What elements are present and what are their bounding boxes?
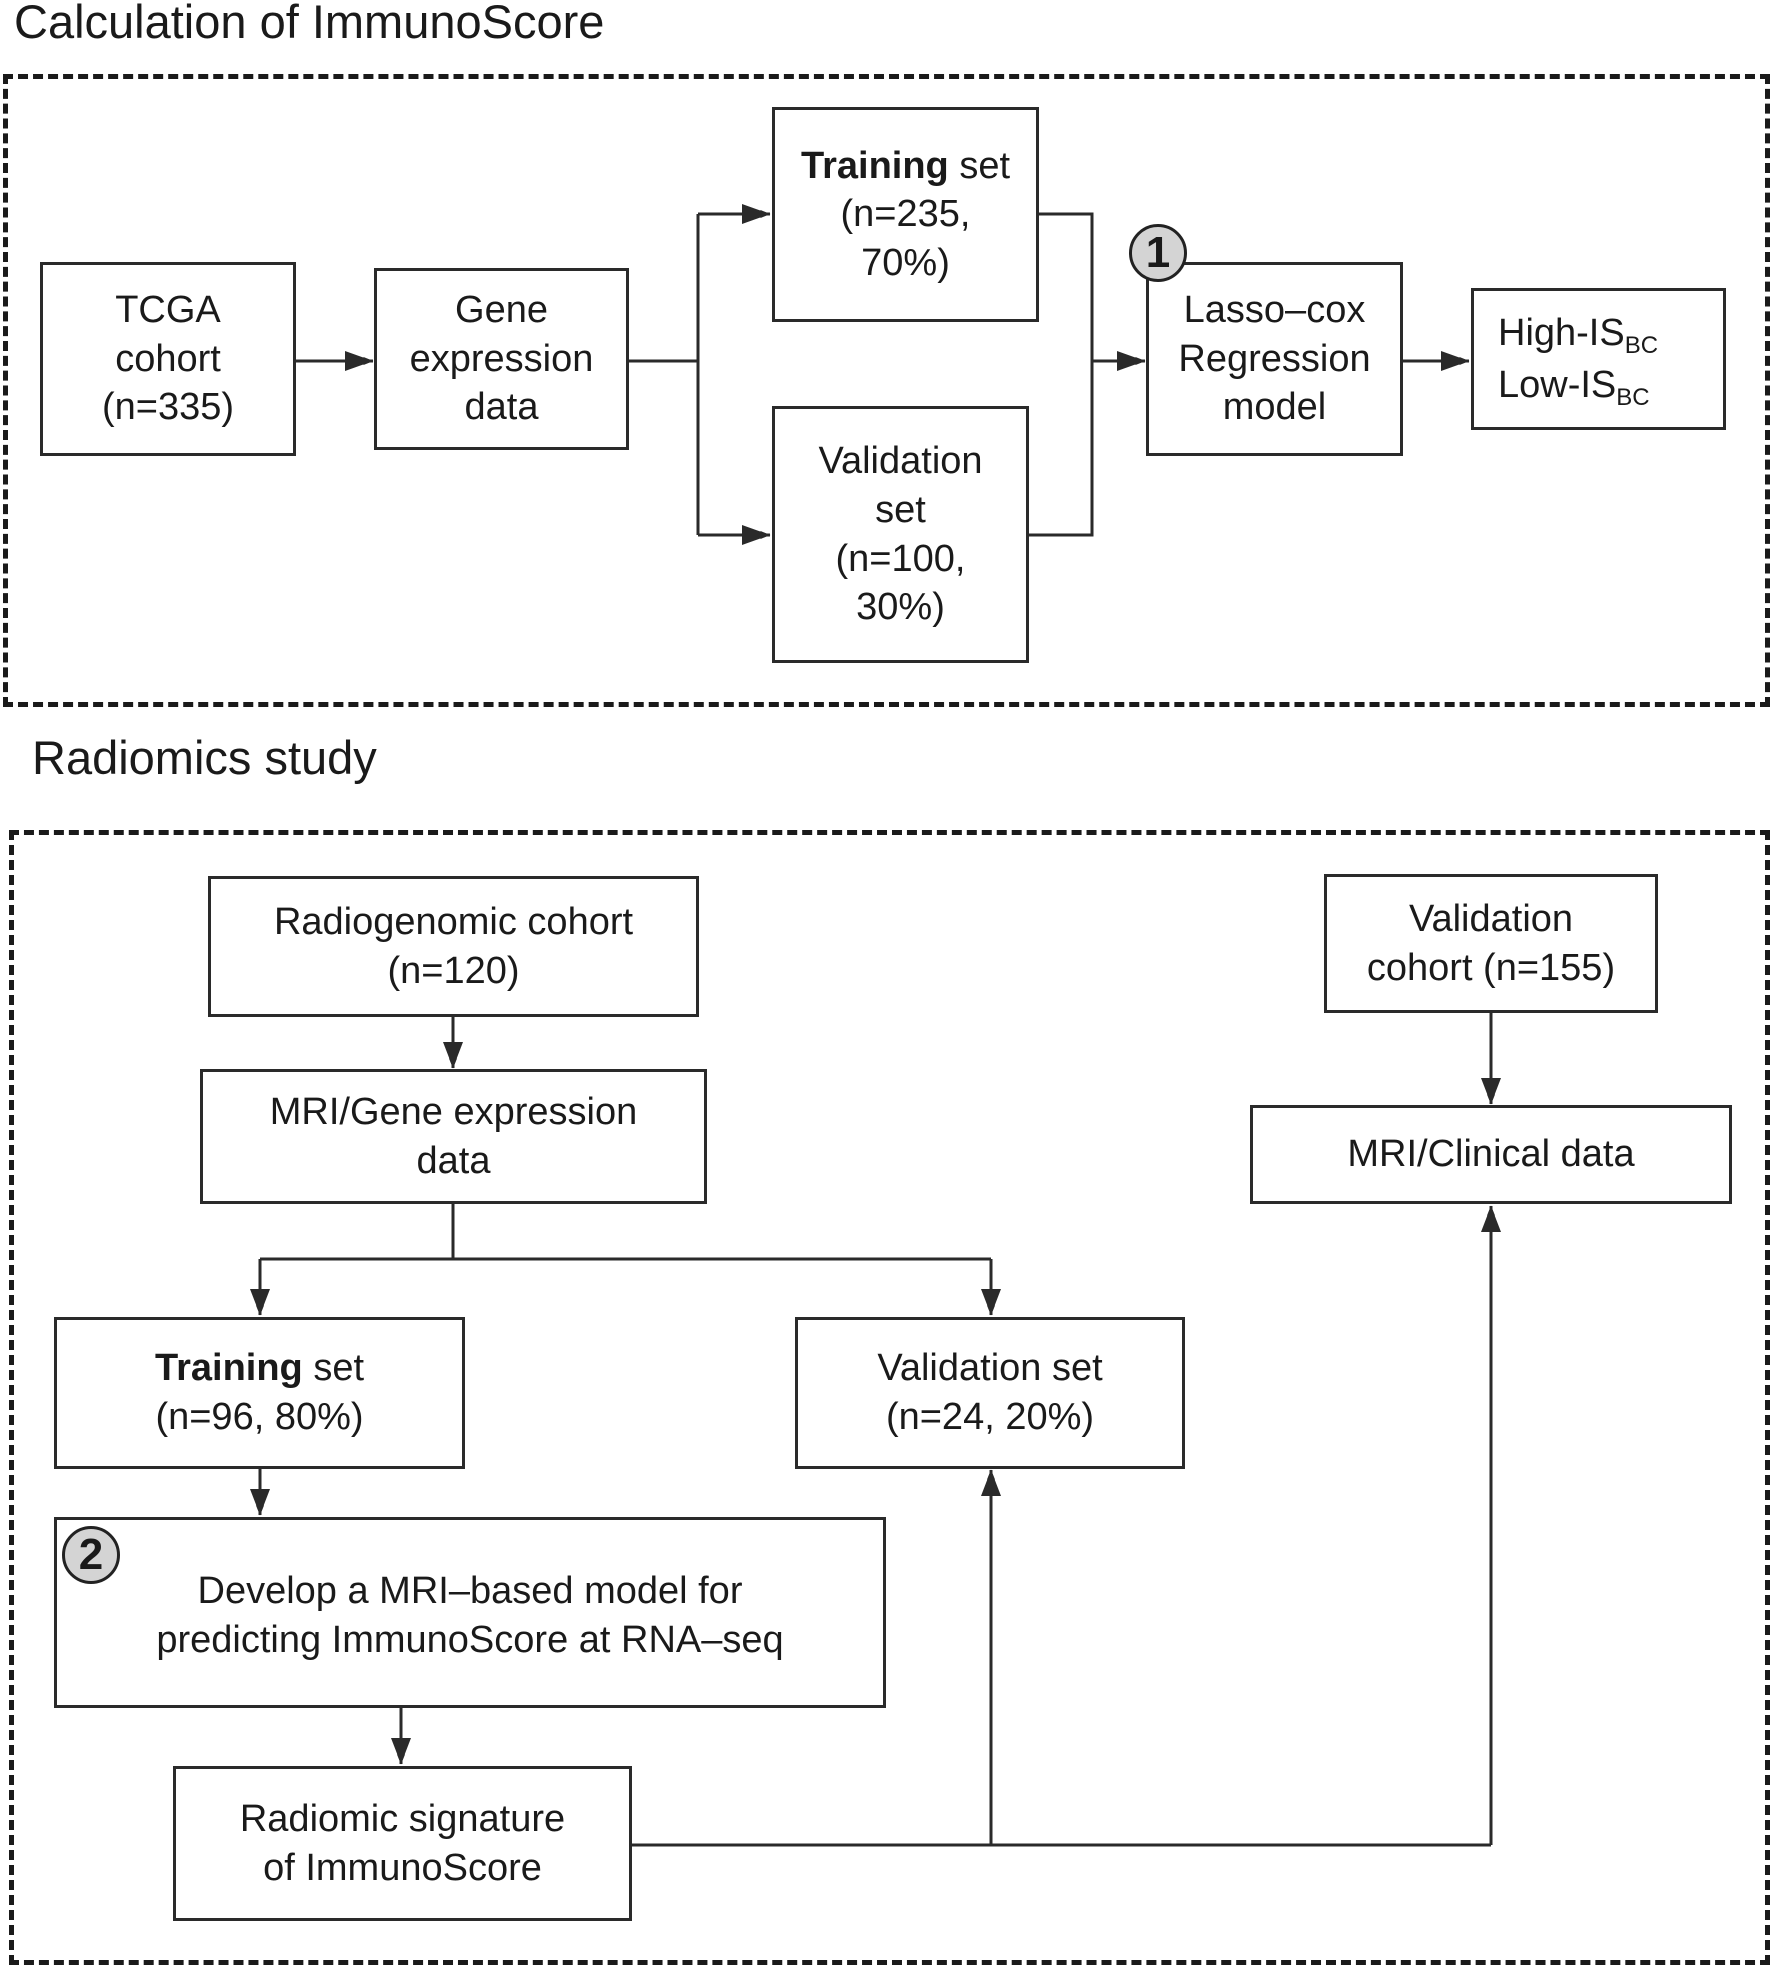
merge-line xyxy=(1028,212,1094,537)
validation-cohort-line-2: cohort (n=155) xyxy=(1366,946,1616,989)
training2-rest: set xyxy=(302,1347,365,1390)
high-is-subscript: BC xyxy=(1624,331,1659,359)
validation-cohort-box: Validation cohort (n=155) xyxy=(1324,874,1658,1013)
step-1-badge: 1 xyxy=(1129,224,1187,282)
validation-line-4: 30%) xyxy=(856,586,945,629)
radiogenomic-line-1: Radiogenomic cohort xyxy=(273,900,634,943)
develop-model-box: Develop a MRI–based model for predicting… xyxy=(54,1517,886,1708)
validation-set-line-2: (n=24, 20%) xyxy=(885,1396,1095,1438)
tcga-cohort-box: TCGA cohort (n=335) xyxy=(40,262,296,456)
training-line-2: (n=235, xyxy=(840,193,971,236)
step-2-badge: 2 xyxy=(62,1526,120,1584)
section-title-immunoscore: Calculation of ImmunoScore xyxy=(14,0,605,48)
mri-clinical-label: MRI/Clinical data xyxy=(1347,1133,1635,1176)
training-set-box: Training set (n=235, 70%) xyxy=(772,107,1039,322)
low-is-subscript: BC xyxy=(1616,384,1650,411)
validation-line-2: set xyxy=(875,488,926,531)
lasso-line-2: Regression xyxy=(1178,337,1371,380)
mri-gene-expression-box: MRI/Gene expression data xyxy=(200,1069,707,1204)
training-set-2-box: Training set (n=96, 80%) xyxy=(54,1317,465,1469)
training-line-3: 70%) xyxy=(861,241,950,284)
mri-gene-line-2: data xyxy=(416,1139,491,1182)
training-rest: set xyxy=(948,144,1011,187)
training-bold: Training xyxy=(800,144,949,187)
low-is-label: Low-ISBC xyxy=(1498,364,1650,411)
validation-cohort-line-1: Validation xyxy=(1408,897,1574,940)
training2-bold: Training xyxy=(154,1347,303,1390)
lasso-line-3: model xyxy=(1222,386,1327,429)
tcga-line-1: TCGA xyxy=(115,289,221,332)
radiomics-frame xyxy=(9,830,1770,1965)
lasso-line-1: Lasso–cox xyxy=(1183,289,1366,332)
high-is-label: High-ISBC xyxy=(1498,311,1659,359)
training2-line-1: Training set xyxy=(155,1344,364,1393)
arrowheads xyxy=(250,204,1501,1764)
validation-set-2-box: Validation set (n=24, 20%) xyxy=(795,1317,1185,1469)
mri-clinical-data-box: MRI/Clinical data xyxy=(1250,1105,1732,1204)
lasso-cox-box: Lasso–cox Regression model xyxy=(1146,262,1403,456)
validation-line-3: (n=100, xyxy=(835,537,966,580)
split-line xyxy=(628,214,700,535)
validation-line-1: Validation xyxy=(818,440,983,483)
radiomic-signature-box: Radiomic signature of ImmunoScore xyxy=(173,1766,632,1921)
gene-line-2: expression xyxy=(409,337,594,380)
training2-line-2: (n=96, 80%) xyxy=(155,1396,364,1438)
validation-set-line-1: Validation set xyxy=(877,1347,1103,1390)
radiogenomic-line-2: (n=120) xyxy=(387,949,520,992)
gene-line-3: data xyxy=(464,386,539,429)
tcga-line-2: cohort xyxy=(115,337,221,380)
develop-line-1: Develop a MRI–based model for xyxy=(197,1569,743,1612)
section-title-radiomics: Radiomics study xyxy=(32,731,377,784)
develop-line-2: predicting ImmunoScore at RNA–seq xyxy=(156,1618,784,1661)
tcga-line-3: (n=335) xyxy=(101,386,235,429)
training-line-1: Training set xyxy=(801,142,1010,191)
signature-line-2: of ImmunoScore xyxy=(263,1846,542,1889)
immunoscore-output-box: High-ISBC Low-ISBC xyxy=(1471,288,1726,430)
immunoscore-frame xyxy=(3,74,1770,707)
gene-expression-box: Gene expression data xyxy=(374,268,629,450)
validation-set-box: Validation set (n=100, 30%) xyxy=(772,406,1029,663)
split-line-2 xyxy=(260,1203,991,1261)
signature-line-1: Radiomic signature xyxy=(239,1797,566,1840)
mri-gene-line-1: MRI/Gene expression xyxy=(269,1090,638,1133)
radiogenomic-cohort-box: Radiogenomic cohort (n=120) xyxy=(208,876,699,1017)
gene-line-1: Gene xyxy=(455,289,548,332)
